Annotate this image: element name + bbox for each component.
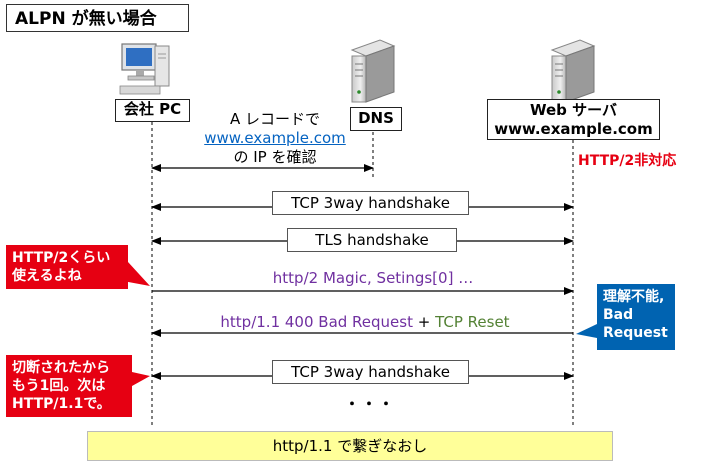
- tls-label: TLS handshake: [287, 228, 457, 252]
- web-server-label: Web サーバ www.example.com: [487, 99, 660, 140]
- dns-server-icon: [350, 39, 396, 103]
- client-hope-callout: HTTP/2くらい 使えるよね: [6, 245, 128, 289]
- tcp-reset-text: TCP Reset: [435, 313, 510, 331]
- magic-label: http/2 Magic, Setings[0] …: [272, 269, 474, 287]
- dns-query-line3: の IP を確認: [233, 148, 317, 166]
- server-reply-callout-tail: [576, 324, 597, 338]
- page-title: ALPN が無い場合: [6, 4, 189, 32]
- bad-request-text: http/1.1 400 Bad Request: [220, 313, 413, 331]
- reconnect-banner: http/1.1 で繋ぎなおし: [87, 431, 613, 461]
- tcp1-label: TCP 3way handshake: [272, 191, 469, 215]
- client-retry-callout-tail: [132, 372, 150, 386]
- pc-icon: [119, 43, 170, 95]
- web-server-icon: [550, 39, 596, 103]
- dns-query-line1: A レコードで: [229, 110, 321, 128]
- server-http2-unsupported-note: HTTP/2非対応: [578, 153, 677, 169]
- client-retry-callout: 切断されたから もう1回。次は HTTP/1.1で。: [6, 355, 132, 417]
- dns-label: DNS: [350, 107, 402, 131]
- plus-sign: +: [412, 313, 436, 331]
- client-label: 会社 PC: [115, 99, 190, 122]
- bad-request-label: http/1.1 400 Bad Request + TCP Reset: [195, 313, 535, 331]
- web-server-label-line2: www.example.com: [494, 120, 653, 138]
- web-server-label-line1: Web サーバ: [530, 101, 617, 119]
- continuation-ellipsis: ・・・: [344, 395, 396, 413]
- server-reply-callout: 理解不能, Bad Request: [597, 284, 675, 350]
- dns-query-text: A レコードで www.example.com の IP を確認: [185, 110, 365, 167]
- dns-query-domain-link[interactable]: www.example.com: [204, 129, 346, 147]
- tcp2-label: TCP 3way handshake: [272, 360, 469, 384]
